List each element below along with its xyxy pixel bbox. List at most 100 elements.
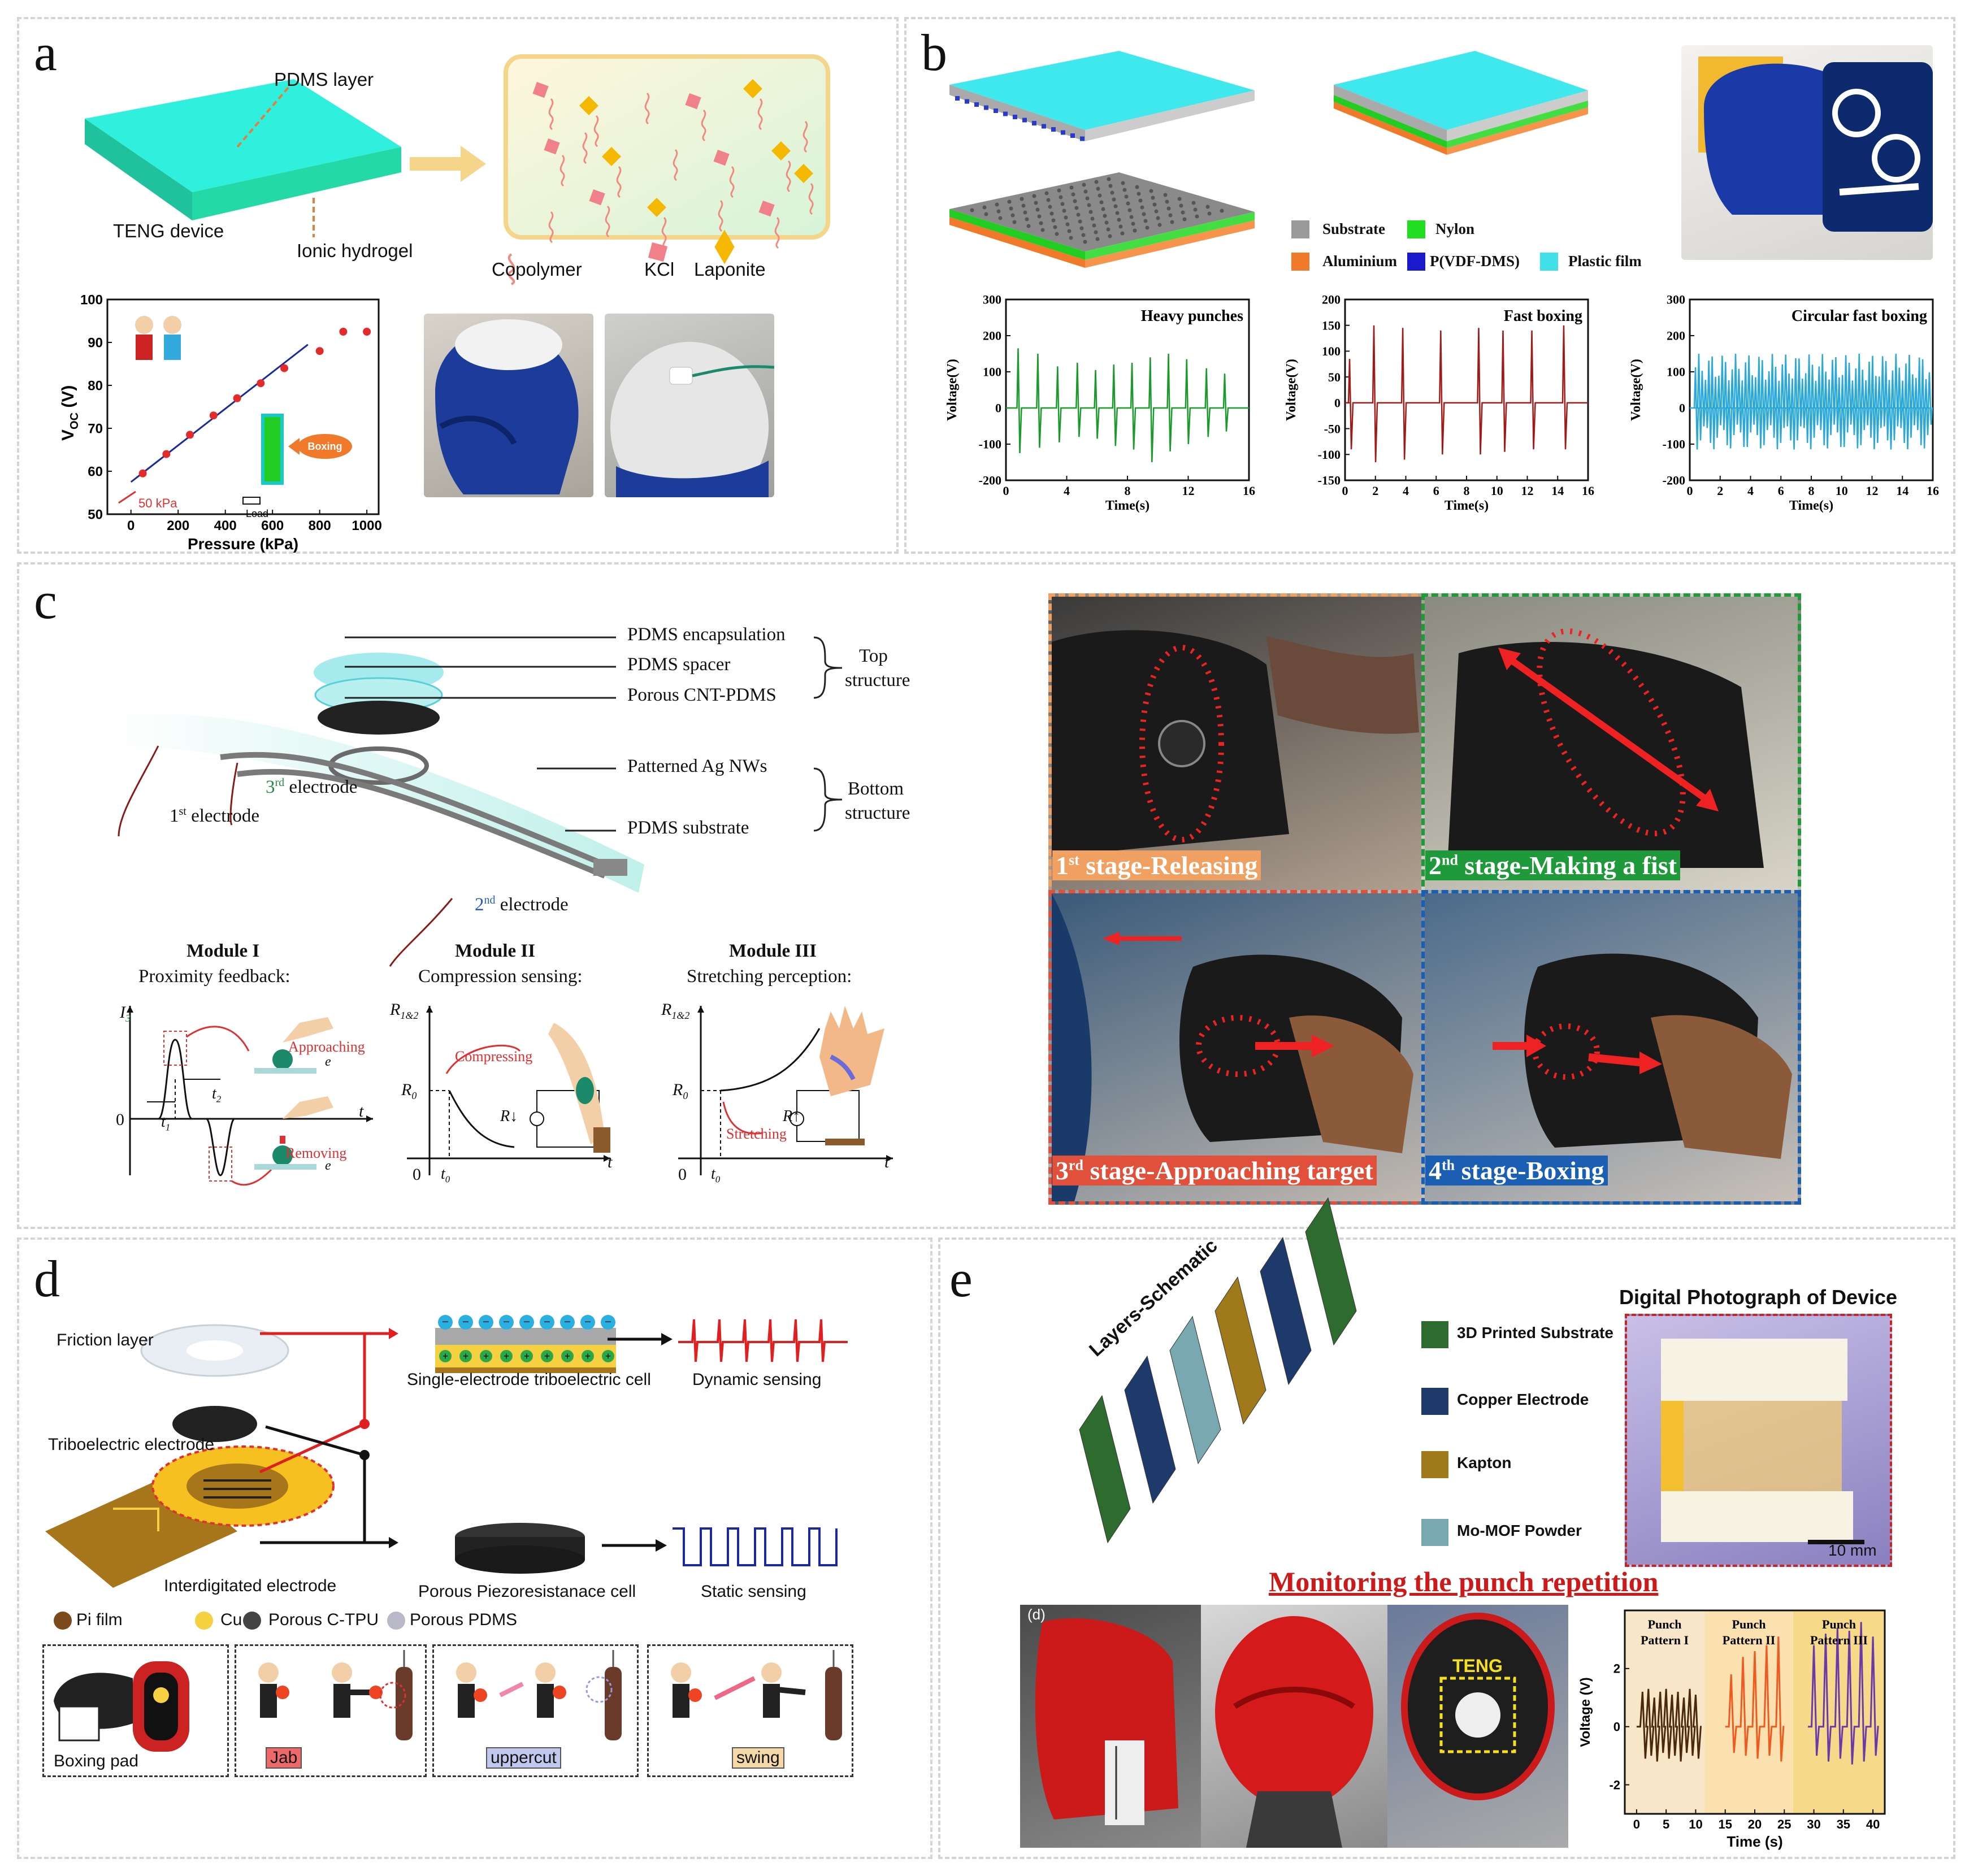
boxing-bubble — [298, 434, 352, 459]
module-2-graph — [407, 1006, 610, 1175]
copolymer-chain — [786, 160, 791, 193]
data-point — [138, 469, 147, 477]
x-tick-label: 0 — [1687, 484, 1693, 498]
grid-hole — [1078, 219, 1082, 224]
legend-mo-mof: Mo-MOF Powder — [1457, 1522, 1582, 1539]
boxing-bubble-label: Boxing — [308, 441, 342, 452]
grid-hole — [1168, 213, 1173, 218]
grid-hole — [1137, 192, 1141, 196]
negative-charge — [499, 1315, 514, 1330]
copolymer-chain — [548, 98, 554, 131]
grid-hole — [1094, 180, 1099, 184]
y-tick-label: 100 — [1667, 365, 1685, 379]
dynamic-sensing-label: Dynamic sensing — [692, 1370, 822, 1389]
boxing-pad-label: Boxing pad — [54, 1752, 139, 1770]
pvdf-bump — [1022, 118, 1027, 123]
grid-hole — [1088, 210, 1093, 214]
module-3-title: Module III — [729, 941, 817, 961]
teng-device-label: TENG device — [113, 220, 224, 241]
removing-label: Removing — [285, 1145, 347, 1161]
x-tick-label: 20 — [1748, 1817, 1762, 1831]
friction-layer-label: Friction layer — [57, 1331, 154, 1349]
y-tick-label: -200 — [979, 474, 1001, 488]
y-tick-label: 2 — [1613, 1662, 1620, 1676]
grid-hole — [1040, 228, 1045, 232]
legend-kapton-swatch — [1421, 1451, 1448, 1478]
pvdf-bump — [994, 108, 998, 113]
punch-pad-photo-3 — [1387, 1605, 1568, 1848]
voltage-series — [1006, 348, 1249, 463]
data-point — [233, 394, 241, 402]
kcl-ion — [532, 82, 549, 98]
y-tick-label: -50 — [1324, 422, 1341, 436]
grid-hole — [1039, 221, 1043, 225]
y-tick-label: 60 — [88, 464, 103, 479]
positive-charge — [541, 1350, 553, 1362]
data-point — [280, 364, 289, 372]
grid-hole — [1142, 212, 1146, 216]
panel-a-frame — [17, 17, 899, 554]
grid-hole — [1046, 198, 1051, 202]
legend-nylon: Nylon — [1435, 220, 1475, 237]
chart-title: Circular fast boxing — [1792, 307, 1927, 325]
pvdf-bump — [1061, 130, 1065, 135]
positive-charge — [500, 1350, 513, 1362]
grid-hole — [1069, 185, 1074, 190]
x-tick-label: 2 — [1372, 484, 1378, 498]
grid-hole — [1048, 205, 1052, 209]
grid-hole — [1106, 227, 1111, 232]
y-tick-label: 100 — [1322, 344, 1341, 358]
copolymer-chain — [644, 92, 650, 125]
hydrogel-network-box — [504, 54, 830, 249]
x-tick-label: 30 — [1807, 1817, 1820, 1831]
boxing-glove-photo — [424, 314, 593, 497]
kcl-ion — [589, 189, 605, 206]
x-tick-label: 1000 — [352, 518, 381, 533]
legend-pvdf-swatch — [1407, 253, 1425, 271]
legend-copper-electrode: Copper Electrode — [1457, 1391, 1589, 1408]
panel-a-label: a — [34, 24, 57, 81]
x-tick-label: 8 — [1464, 484, 1470, 498]
porous-cell-icon — [455, 1523, 585, 1574]
positive-charge-sign: + — [463, 1350, 469, 1362]
sensor-stack-schematic — [45, 1324, 335, 1588]
grid-hole — [1051, 218, 1056, 223]
grid-hole — [1179, 203, 1183, 208]
panel-b-label: b — [921, 24, 947, 81]
grid-hole — [1032, 194, 1036, 198]
static-arrow — [602, 1539, 667, 1552]
laponite-platelet — [794, 164, 813, 183]
grid-hole — [1165, 199, 1169, 204]
negative-charge-sign: − — [605, 1316, 611, 1328]
layer-porous-cnt-pdms: Porous CNT-PDMS — [627, 685, 777, 705]
y-tick-label: 90 — [88, 335, 103, 350]
layer-pdms-substrate: PDMS substrate — [627, 818, 749, 838]
positive-charge — [582, 1350, 594, 1362]
pvdf-bump — [1003, 111, 1008, 116]
panel-e-label: e — [949, 1250, 973, 1308]
copolymer-chain — [757, 98, 763, 131]
y-tick-label: -100 — [979, 437, 1001, 451]
boxer-icon — [136, 335, 153, 360]
x-tick-label: 12 — [1521, 484, 1534, 498]
y-tick-label: 0 — [995, 401, 1001, 415]
stage-2-label: 2nd stage-Making a fist — [1425, 850, 1681, 880]
module-1-t: t — [359, 1102, 364, 1121]
legend-cu: Cu — [220, 1610, 242, 1629]
chart-title: Heavy punches — [1141, 307, 1243, 325]
grid-hole — [1104, 220, 1109, 225]
jab-illustration — [258, 1650, 413, 1740]
module-1-ylabel: I3 — [120, 1003, 131, 1024]
layer-patterned-ag-nws: Patterned Ag NWs — [627, 756, 767, 776]
x-tick-label: 2 — [1717, 484, 1723, 498]
grid-hole — [1149, 189, 1153, 193]
legend-aluminium-swatch — [1291, 253, 1309, 271]
grid-hole — [1113, 204, 1118, 209]
negative-charge — [458, 1315, 473, 1330]
grid-hole — [1166, 206, 1171, 211]
data-point — [315, 347, 324, 355]
grid-hole — [1193, 207, 1198, 212]
voltage-series — [1690, 353, 1933, 450]
signal-routing-lines — [259, 1328, 398, 1548]
